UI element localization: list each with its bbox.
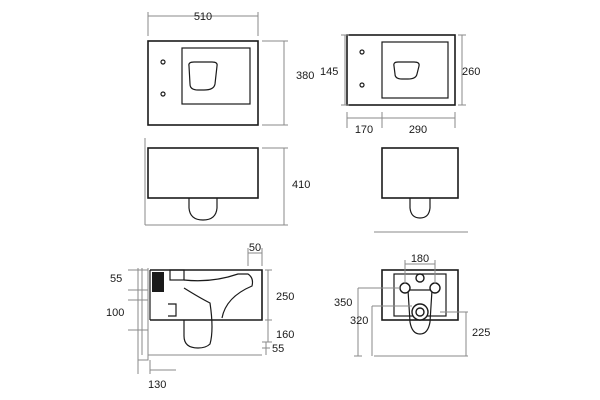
dim-right-145: 145 <box>320 34 349 106</box>
label-bottom-offset: 170 <box>355 124 373 136</box>
dim-bottom-offsets: 170 290 <box>346 112 456 136</box>
label-side-mid-left: 100 <box>106 307 124 319</box>
front-view-right <box>374 147 468 233</box>
dim-top-width: 510 <box>147 11 259 36</box>
label-side-base: 130 <box>148 379 166 391</box>
label-top-offset-left: 145 <box>320 66 338 78</box>
label-top-depth-right: 260 <box>462 66 480 78</box>
dim-rear-350: 350 <box>334 287 400 357</box>
plan-view-right <box>346 34 456 106</box>
dim-front-height: 410 <box>262 147 310 226</box>
label-side-height: 250 <box>276 291 294 303</box>
dim-side-250: 250 <box>265 269 294 320</box>
dim-top-depth: 380 <box>262 40 314 126</box>
label-bottom-width: 290 <box>409 124 427 136</box>
label-rear-height-a: 350 <box>334 297 352 309</box>
dim-side-50: 50 <box>247 242 263 266</box>
label-front-height: 410 <box>292 179 310 191</box>
label-rear-width: 180 <box>411 253 429 265</box>
dim-side-160: 160 <box>262 319 294 343</box>
dim-rear-225: 225 <box>440 311 490 356</box>
side-section <box>137 268 263 361</box>
label-top-depth: 380 <box>296 70 314 82</box>
label-side-lower: 160 <box>276 329 294 341</box>
label-side-top-left: 55 <box>110 273 122 285</box>
dim-right-260: 260 <box>458 34 480 106</box>
dim-side-55-left: 55 <box>110 269 148 291</box>
dim-rear-180: 180 <box>404 253 436 284</box>
dim-side-130: 130 <box>137 360 176 391</box>
label-rear-height-c: 225 <box>472 327 490 339</box>
label-side-floor: 55 <box>272 343 284 355</box>
rear-view <box>374 269 468 357</box>
dim-side-55-floor: 55 <box>262 342 284 355</box>
label-top-width: 510 <box>194 11 212 23</box>
label-side-top: 50 <box>249 242 261 254</box>
dim-side-100: 100 <box>106 299 148 331</box>
plan-view-left <box>147 40 259 126</box>
front-view-left <box>144 138 262 226</box>
label-rear-height-b: 320 <box>350 315 368 327</box>
dim-rear-320: 320 <box>350 305 412 356</box>
